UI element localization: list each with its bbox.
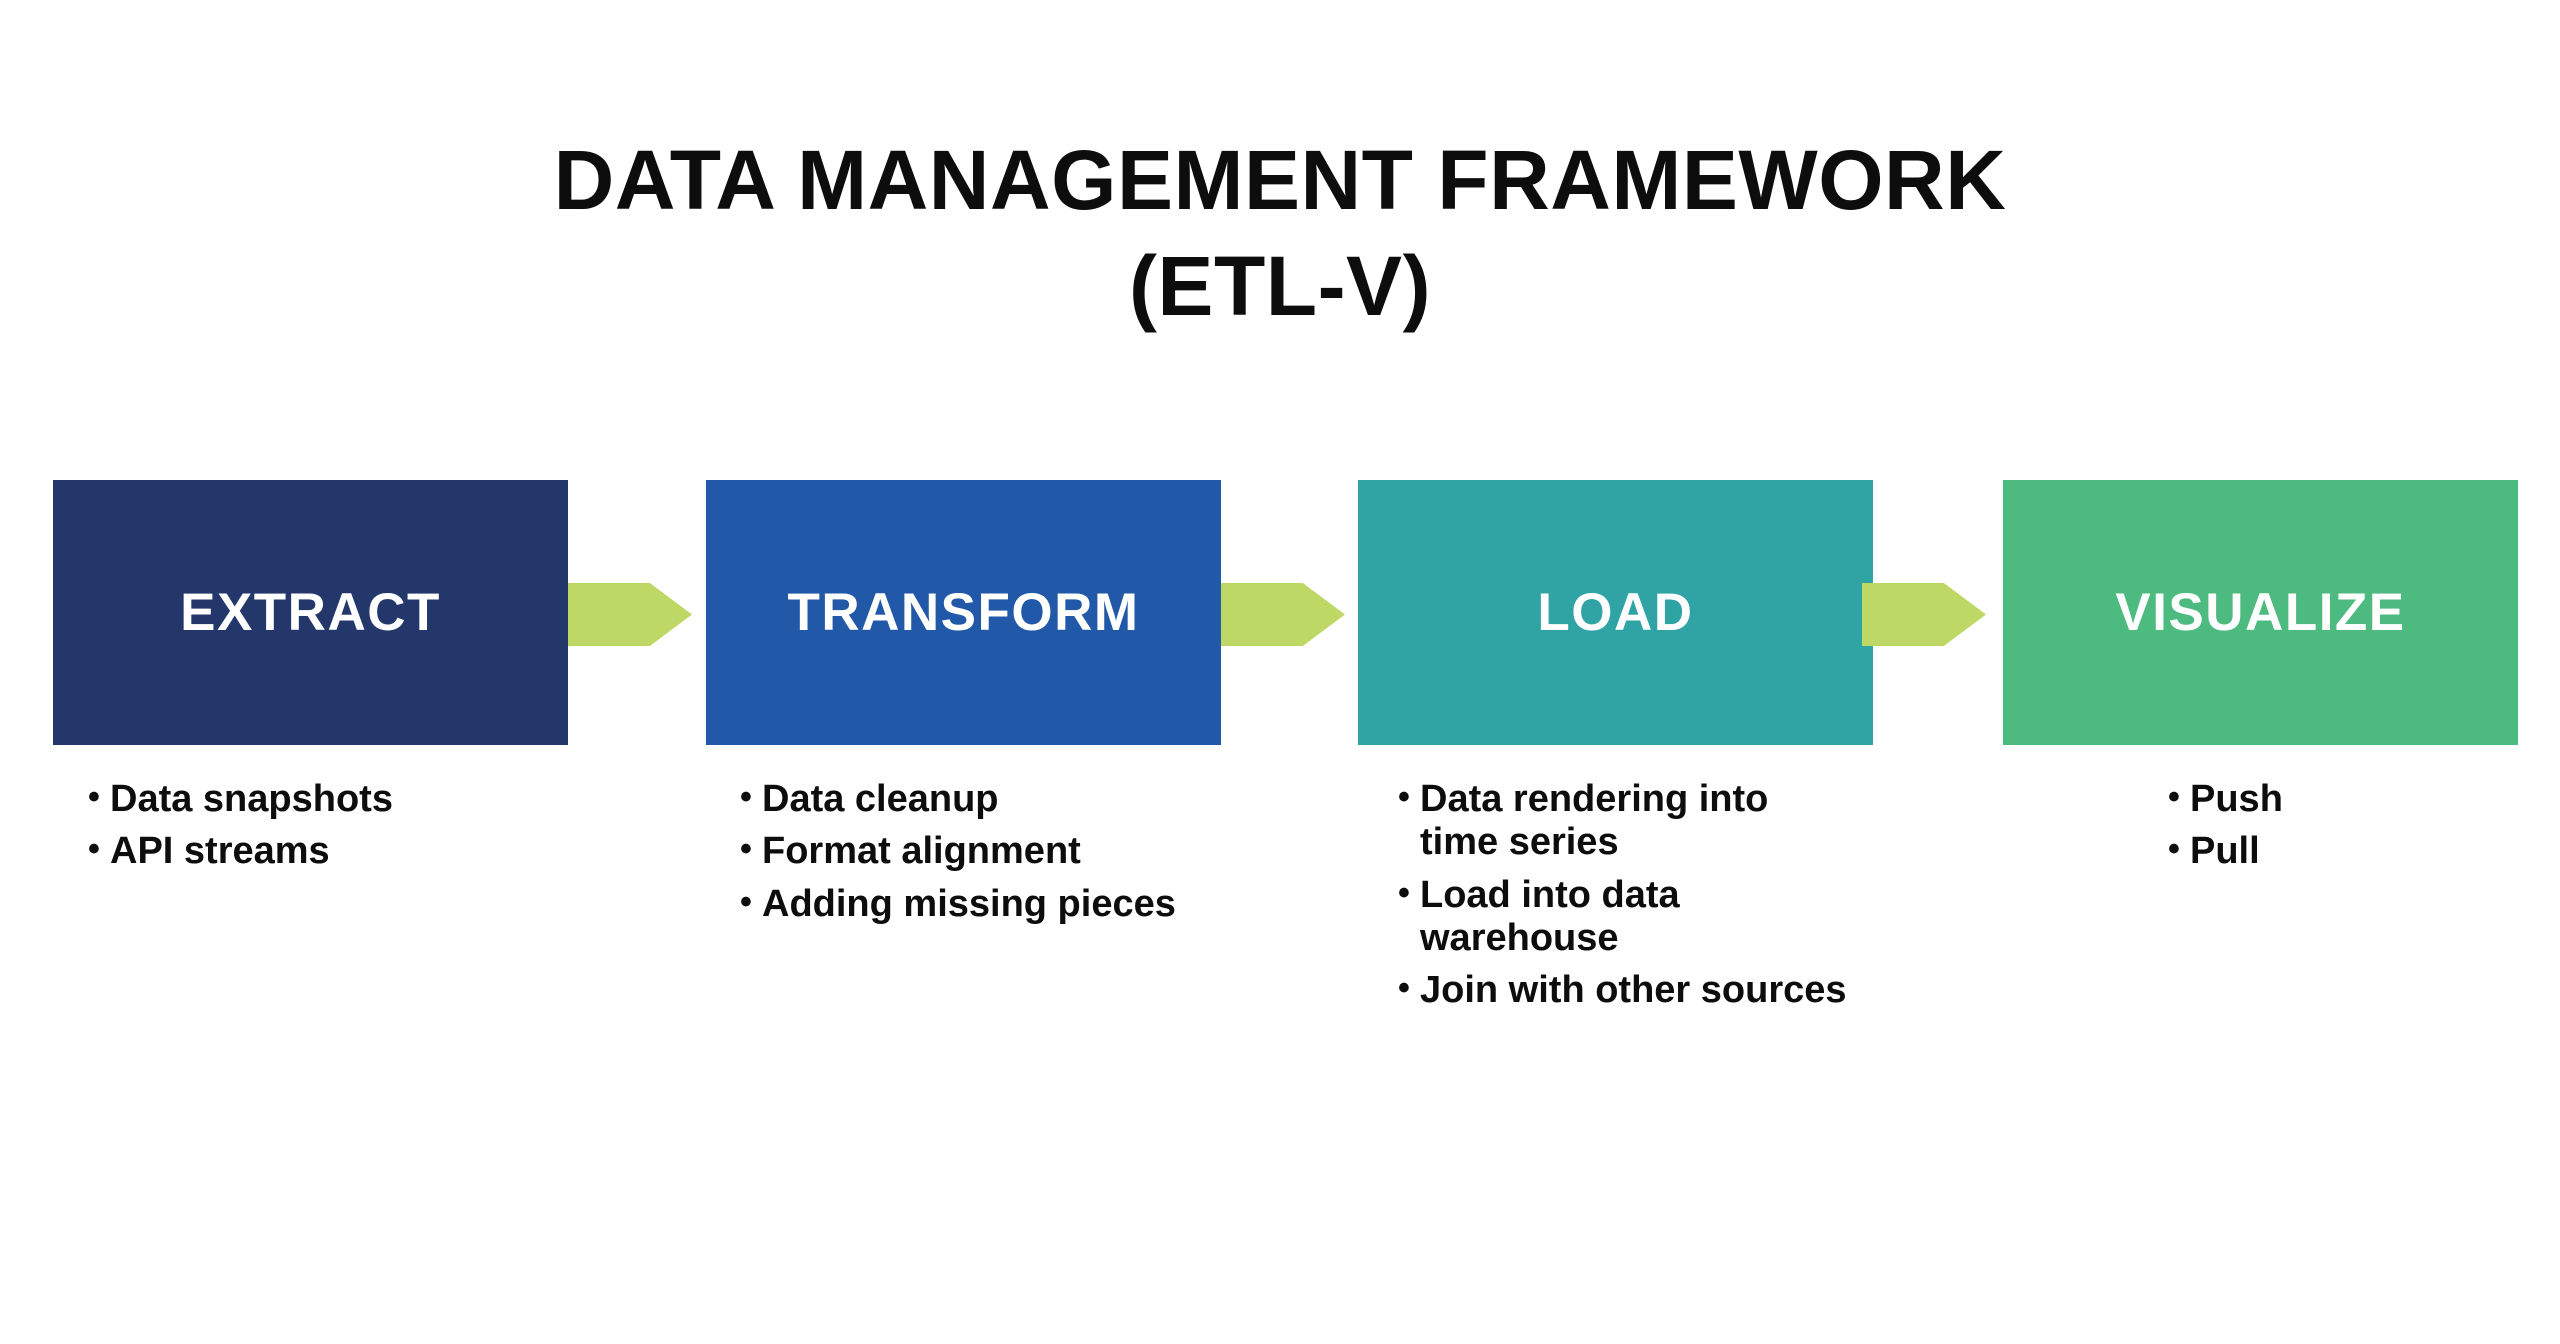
list-item: • Format alignment — [740, 830, 1200, 873]
bullet-marker-icon: • — [88, 830, 100, 869]
bullet-list-visualize: • Push • Pull — [2168, 778, 2518, 883]
list-item-label: Pull — [2190, 830, 2260, 873]
stage-load-box[interactable]: LOAD — [1358, 480, 1873, 745]
list-item-label: Format alignment — [762, 830, 1081, 873]
list-item: • Load into data warehouse — [1398, 874, 1848, 961]
stage-visualize-box[interactable]: VISUALIZE — [2003, 480, 2518, 745]
stage-extract-box[interactable]: EXTRACT — [53, 480, 568, 745]
list-item-label: Load into data warehouse — [1420, 873, 1680, 959]
stage-extract-label: EXTRACT — [180, 583, 441, 642]
list-item-label: Data rendering into time series — [1420, 778, 1769, 864]
list-item-label: Data cleanup — [762, 778, 999, 820]
page-title: DATA MANAGEMENT FRAMEWORK (ETL-V) — [0, 128, 2560, 340]
list-item-label: Data snapshots — [110, 778, 393, 820]
bullet-marker-icon: • — [740, 778, 752, 816]
list-item: • API streams — [88, 830, 558, 873]
bullet-marker-icon: • — [740, 882, 752, 921]
bullet-marker-icon: • — [740, 830, 752, 869]
list-item: • Data cleanup — [740, 778, 1200, 821]
chevron-right-icon-extract-to-transform — [568, 583, 692, 646]
stage-load[interactable]: LOAD — [1358, 480, 1873, 745]
stage-transform[interactable]: TRANSFORM — [706, 480, 1221, 745]
list-item: • Data rendering into time series — [1398, 778, 1848, 865]
list-item-label: Adding missing pieces — [762, 882, 1176, 925]
bullet-marker-icon: • — [1398, 778, 1410, 816]
stage-extract[interactable]: EXTRACT — [53, 480, 568, 745]
stage-transform-label: TRANSFORM — [787, 583, 1140, 642]
stage-visualize-label: VISUALIZE — [2115, 583, 2406, 642]
list-item-label: Push — [2190, 778, 2283, 820]
bullet-marker-icon: • — [88, 778, 100, 816]
bullet-list-load: • Data rendering into time series • Load… — [1398, 778, 1848, 1022]
bullet-marker-icon: • — [2168, 830, 2180, 869]
stage-transform-box[interactable]: TRANSFORM — [706, 480, 1221, 745]
bullet-marker-icon: • — [2168, 778, 2180, 816]
title-line-1: DATA MANAGEMENT FRAMEWORK — [553, 133, 2007, 227]
stage-visualize[interactable]: VISUALIZE — [2003, 480, 2518, 745]
bullet-list-extract: • Data snapshots • API streams — [88, 778, 558, 883]
list-item-label: Join with other sources — [1420, 969, 1847, 1012]
list-item: • Adding missing pieces — [740, 883, 1200, 926]
list-item: • Pull — [2168, 830, 2518, 873]
list-item-label: API streams — [110, 830, 330, 873]
bullet-list-transform: • Data cleanup • Format alignment • Addi… — [740, 778, 1200, 935]
chevron-right-icon-transform-to-load — [1221, 583, 1345, 646]
title-line-2: (ETL-V) — [1128, 238, 1432, 333]
bullet-marker-icon: • — [1398, 873, 1410, 912]
chevron-right-icon-load-to-visualize — [1862, 583, 1986, 646]
list-item: • Join with other sources — [1398, 969, 1848, 1012]
list-item: • Push — [2168, 778, 2518, 821]
bullet-marker-icon: • — [1398, 969, 1410, 1008]
list-item: • Data snapshots — [88, 778, 558, 821]
stage-load-label: LOAD — [1537, 583, 1694, 642]
